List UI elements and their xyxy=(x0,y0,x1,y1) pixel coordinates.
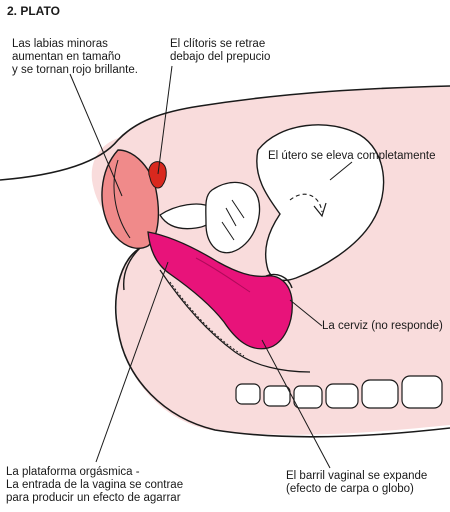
vaginal-barrel xyxy=(147,231,293,350)
labia-label: Las labias minoras aumentan en tamaño y … xyxy=(12,38,138,76)
clitoris-label: El clítoris se retrae debajo del prepuci… xyxy=(170,38,271,63)
clitoris xyxy=(148,161,167,189)
buttock-outline xyxy=(115,247,450,438)
labia-fold xyxy=(113,159,131,239)
orgasmic-platform-label: La plataforma orgásmica - La entrada de … xyxy=(6,466,184,504)
thigh-outline xyxy=(123,247,141,291)
uterus-arrow-icon xyxy=(313,202,327,218)
diagram-title: 2. PLATO xyxy=(7,4,60,18)
bladder xyxy=(205,181,261,254)
vaginal-barrel-label: El barril vaginal se expande (efecto de … xyxy=(286,470,428,495)
uterus-label: El útero se eleva completamente xyxy=(268,150,436,162)
rectum xyxy=(159,269,311,373)
leader-lines xyxy=(69,65,353,469)
vaginal-fold xyxy=(195,257,251,293)
back-outline xyxy=(0,85,450,181)
rectum-inner xyxy=(169,281,245,357)
bladder-inner xyxy=(221,199,245,241)
uterus-cavity xyxy=(289,193,323,213)
cervix xyxy=(265,273,293,289)
sacrum xyxy=(235,375,443,409)
cervix-label: La cerviz (no responde) xyxy=(322,320,443,332)
uterus xyxy=(256,124,385,282)
